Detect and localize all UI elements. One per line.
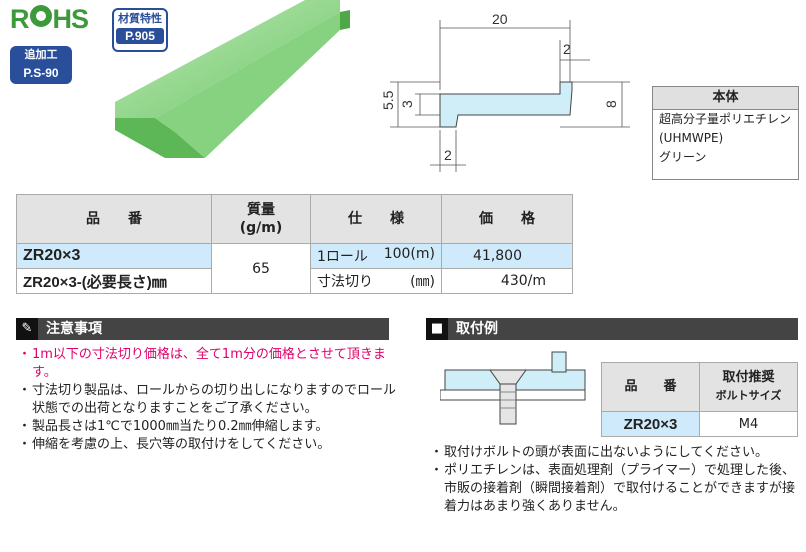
mount-header-bolt: 取付推奨ボルトサイズ	[699, 362, 798, 412]
header-part-number: 品 番	[16, 194, 212, 244]
mount-header: ■取付例	[426, 318, 798, 340]
part-number-cell: ZR20×3-(必要長さ)㎜	[16, 268, 212, 294]
caution-header: ✎注意事項	[16, 318, 389, 340]
caution-item: 伸縮を考慮の上、長穴等の取付けをしてください。	[18, 436, 398, 454]
caution-list: 1m以下の寸法切り価格は、全て1m分の価格とさせて頂きます。 寸法切り製品は、ロ…	[18, 346, 398, 454]
material-line: (UHMWPE)	[659, 131, 724, 145]
price-cell: 41,800	[441, 243, 573, 269]
mount-table: 品 番 取付推奨ボルトサイズ ZR20×3 M4	[601, 362, 798, 437]
mount-note-item: 取付けボルトの頭が表面に出ないようにしてください。	[430, 444, 802, 462]
material-line: 超高分子量ポリエチレン	[659, 112, 792, 126]
dim-bottom: 2	[444, 147, 452, 163]
caution-item: 製品長さは1℃で1000㎜当たり0.2㎜伸縮します。	[18, 418, 398, 436]
price-cell: 430/m	[441, 268, 573, 294]
spec-cell: 寸法切り(㎜)	[310, 268, 442, 294]
material-properties-badge[interactable]: 材質特性 P.905	[112, 8, 168, 52]
mount-notes: 取付けボルトの頭が表面に出ないようにしてください。 ポリエチレンは、表面処理剤（…	[430, 444, 802, 516]
header-spec: 仕 様	[310, 194, 442, 244]
material-badge-page: P.905	[116, 28, 164, 44]
mount-example-diagram	[440, 351, 586, 425]
dim-height-total: 8	[603, 100, 619, 108]
cross-section-diagram: 20 2 5.5 3 8 2	[380, 11, 630, 172]
material-line: グリーン	[659, 150, 707, 164]
material-badge-label: 材質特性	[118, 12, 162, 25]
header-price: 価 格	[441, 194, 573, 244]
addwork-badge-page: P.S-90	[23, 66, 59, 80]
mount-part-cell: ZR20×3	[601, 411, 700, 437]
mass-cell: 65	[211, 243, 311, 294]
caution-item: 1m以下の寸法切り価格は、全て1m分の価格とさせて頂きます。	[18, 346, 398, 382]
part-number-cell: ZR20×3	[16, 243, 212, 269]
dim-thickness: 3	[399, 100, 415, 108]
table-row: ZR20×3-(必要長さ)㎜ 寸法切り(㎜) 430/m	[16, 268, 573, 294]
mount-bolt-cell: M4	[699, 411, 798, 437]
pen-icon: ✎	[16, 318, 38, 340]
caution-item: 寸法切り製品は、ロールからの切り出しになりますのでロール状態での出荷となりますこ…	[18, 382, 398, 418]
mount-header-part: 品 番	[601, 362, 700, 412]
dim-width: 20	[492, 11, 508, 27]
mount-note-item: ポリエチレンは、表面処理剤（プライマー）で処理した後、市販の接着剤（瞬間接着剤）…	[430, 462, 802, 516]
product-image	[115, 0, 350, 158]
addwork-badge-label: 追加工	[24, 48, 58, 61]
additional-work-badge[interactable]: 追加工 P.S-90	[10, 46, 72, 84]
table-row: ZR20×3 M4	[601, 411, 798, 437]
header-mass: 質量 (g/m)	[211, 194, 311, 244]
material-box: 本体 超高分子量ポリエチレン (UHMWPE) グリーン	[652, 86, 799, 180]
material-box-header: 本体	[653, 87, 798, 110]
dim-height-inner: 5.5	[380, 90, 396, 110]
square-icon: ■	[426, 318, 448, 340]
dim-tip: 2	[563, 41, 571, 57]
